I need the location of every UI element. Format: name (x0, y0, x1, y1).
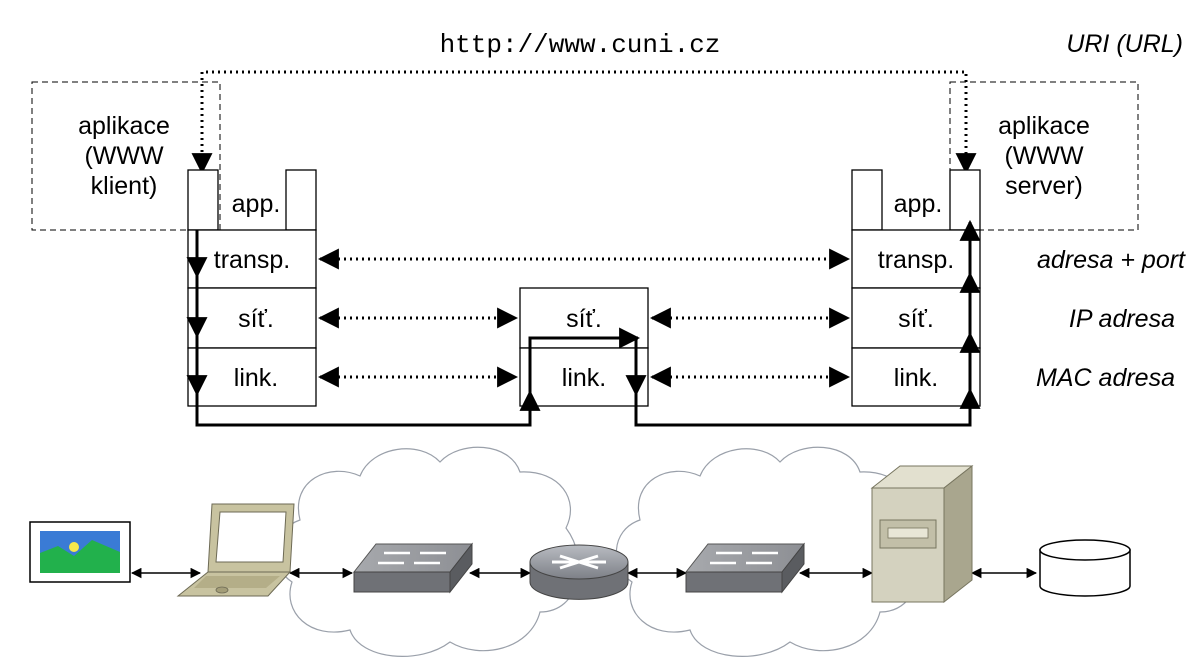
server-tower-icon (870, 464, 974, 604)
client-layer-link: link. (234, 364, 278, 392)
url-text: http://www.cuni.cz (440, 30, 721, 60)
client-layer-app: app. (232, 190, 281, 218)
laptop-icon (176, 503, 295, 597)
server-layer-transp: transp. (878, 246, 954, 274)
server-layer-sit: síť. (898, 305, 934, 333)
data-path-arrowheads (186, 219, 981, 411)
uri-dotted-path (200, 70, 968, 170)
server-app-line3: server) (1005, 172, 1083, 200)
peer-arrows (317, 248, 851, 388)
client-layer-sit: síť. (238, 305, 274, 333)
server-app-line1: aplikace (998, 112, 1090, 140)
data-path (195, 230, 972, 427)
switch-icon-right (684, 542, 806, 594)
client-stack (187, 169, 317, 407)
database-icon (1039, 539, 1131, 597)
client-app-line3: klient) (91, 172, 158, 200)
client-layer-transp: transp. (214, 246, 290, 274)
server-stack (851, 169, 981, 407)
monitor-icon (29, 521, 131, 583)
ip-label: IP adresa (1069, 305, 1175, 333)
server-layer-link: link. (894, 364, 938, 392)
port-label: adresa + port (1037, 246, 1186, 274)
server-app-dashed-box (949, 81, 1139, 231)
client-app-dashed-box (31, 81, 221, 231)
mac-label: MAC adresa (1036, 364, 1175, 392)
client-app-line1: aplikace (78, 112, 170, 140)
router-layer-link: link. (562, 364, 606, 392)
router-icon (529, 544, 629, 600)
client-app-line2: (WWW (84, 142, 164, 170)
switch-icon-left (352, 542, 474, 594)
uri-label: URI (URL) (1066, 30, 1183, 58)
server-app-line2: (WWW (1004, 142, 1084, 170)
server-layer-app: app. (894, 190, 943, 218)
router-layer-sit: síť. (566, 305, 602, 333)
